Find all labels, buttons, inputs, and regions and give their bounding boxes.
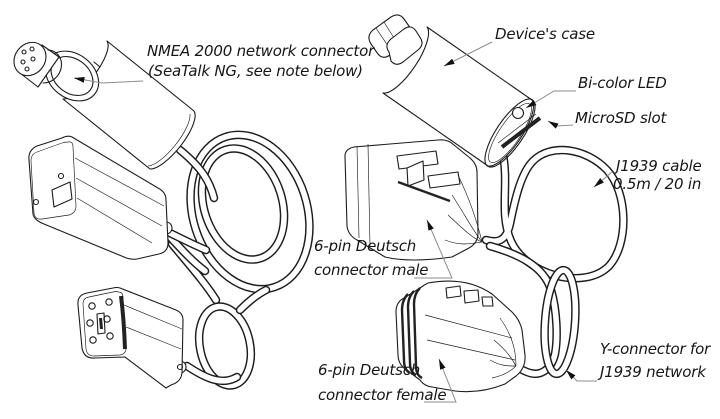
leader-case [443, 41, 493, 67]
label-nmea-line1: NMEA 2000 network connector [147, 42, 375, 60]
label-cable-line2: 0.5m / 20 in [613, 175, 701, 193]
right-device-body [368, 14, 542, 168]
deutsch-male-connector-right [344, 139, 483, 261]
label-female-line2: connector female [318, 386, 446, 404]
label-male-line1: 6-pin Deutsch [314, 237, 416, 255]
label-microsd-slot: MicroSD slot [575, 109, 668, 127]
label-cable-line1: J1939 cable [613, 157, 702, 175]
leader-led [525, 90, 576, 109]
leader-nmea [73, 76, 144, 84]
leader-lines [73, 41, 613, 403]
label-y-line2: J1939 network [597, 363, 707, 381]
label-male-line2: connector male [314, 261, 428, 279]
right-figure-device-with-y-cable [344, 14, 623, 393]
leader-male [414, 219, 453, 279]
leader-female [424, 358, 457, 403]
nmea2000-connector-left [13, 41, 101, 102]
label-y-line1: Y-connector for [600, 340, 711, 358]
deutsch-male-connector-left [28, 135, 173, 260]
label-nmea-line2: (SeaTalk NG, see note below) [148, 62, 363, 80]
label-bicolor-led: Bi-color LED [578, 74, 667, 92]
left-cable-loops [170, 119, 329, 390]
deutsch-female-connector-right [395, 280, 526, 393]
deutsch-female-connector-left [77, 286, 187, 389]
bicolor-led [511, 106, 525, 120]
microsd-slot [500, 116, 542, 149]
left-figure-device-with-cable [13, 40, 329, 390]
leader-y [565, 369, 597, 382]
label-device-case: Device's case [495, 25, 595, 43]
leader-cable [593, 171, 613, 188]
label-female-line1: 6-pin Deutsch [318, 361, 420, 379]
leader-sd [547, 120, 574, 129]
labels: NMEA 2000 network connector (SeaTalk NG,… [147, 25, 711, 404]
